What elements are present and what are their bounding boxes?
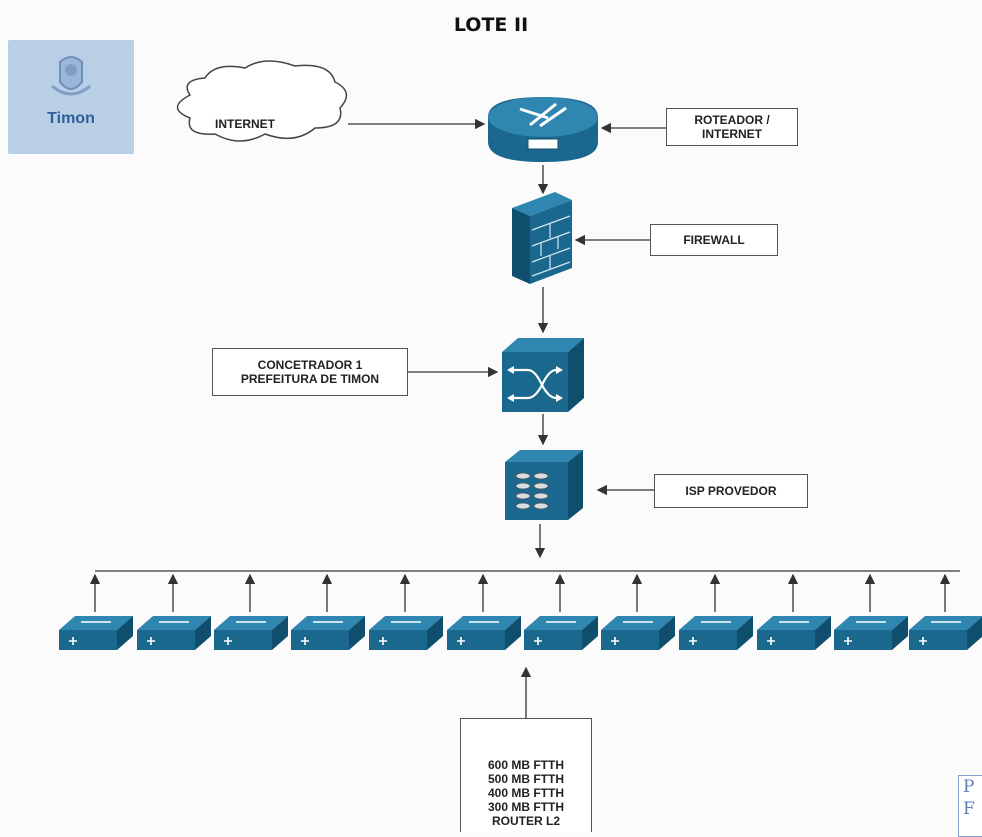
service-500: 500 MB FTTH: [487, 772, 564, 786]
cloud-icon: [176, 60, 348, 142]
access-switch-icon: [291, 616, 365, 650]
logo-text: Timon: [47, 110, 95, 127]
service-600: 600 MB FTTH: [487, 758, 564, 772]
router-label-line-1: ROTEADOR /: [694, 113, 770, 127]
access-switch-icon: [601, 616, 675, 650]
access-switch-icon: [757, 616, 831, 650]
access-switch-icon: [214, 616, 288, 650]
firewall-label-box: FIREWALL: [650, 224, 778, 256]
access-switch-icon: [834, 616, 908, 650]
access-switch-icon: [137, 616, 211, 650]
router-label-line-2: INTERNET: [702, 127, 762, 141]
internet-label: INTERNET: [215, 117, 275, 131]
access-switch-icon: [447, 616, 521, 650]
stamp-letter-2: F: [963, 799, 975, 819]
access-switch-icon: [524, 616, 598, 650]
access-switch-icon: [369, 616, 443, 650]
timon-logo: Timon: [8, 40, 134, 154]
service-300: 300 MB FTTH: [487, 800, 564, 814]
isp-label-box: ISP PROVEDOR: [654, 474, 808, 508]
document-stamp: P F: [958, 775, 982, 837]
coat-of-arms-icon: [51, 56, 91, 96]
service-400: 400 MB FTTH: [487, 786, 564, 800]
concentrator-label-box: CONCETRADOR 1 PREFEITURA DE TIMON: [212, 348, 408, 396]
access-switch-icon: [59, 616, 133, 650]
firewall-icon: [512, 192, 572, 284]
stamp-letter-1: P: [963, 777, 975, 797]
service-router-l2: ROUTER L2: [491, 814, 560, 828]
router-label-box: ROTEADOR / INTERNET: [666, 108, 798, 146]
services-box: 600 MB FTTH 500 MB FTTH 400 MB FTTH 300 …: [460, 718, 592, 832]
concentrator-label-line-1: CONCETRADOR 1: [257, 358, 363, 372]
concentrator-label-line-2: PREFEITURA DE TIMON: [240, 372, 380, 386]
router-icon: [488, 97, 598, 162]
page-title: LOTE II: [453, 14, 529, 36]
switch-icon: [502, 338, 584, 412]
access-switch-icon: [679, 616, 753, 650]
server-icon: [505, 450, 583, 520]
access-switch-icon: [909, 616, 982, 650]
